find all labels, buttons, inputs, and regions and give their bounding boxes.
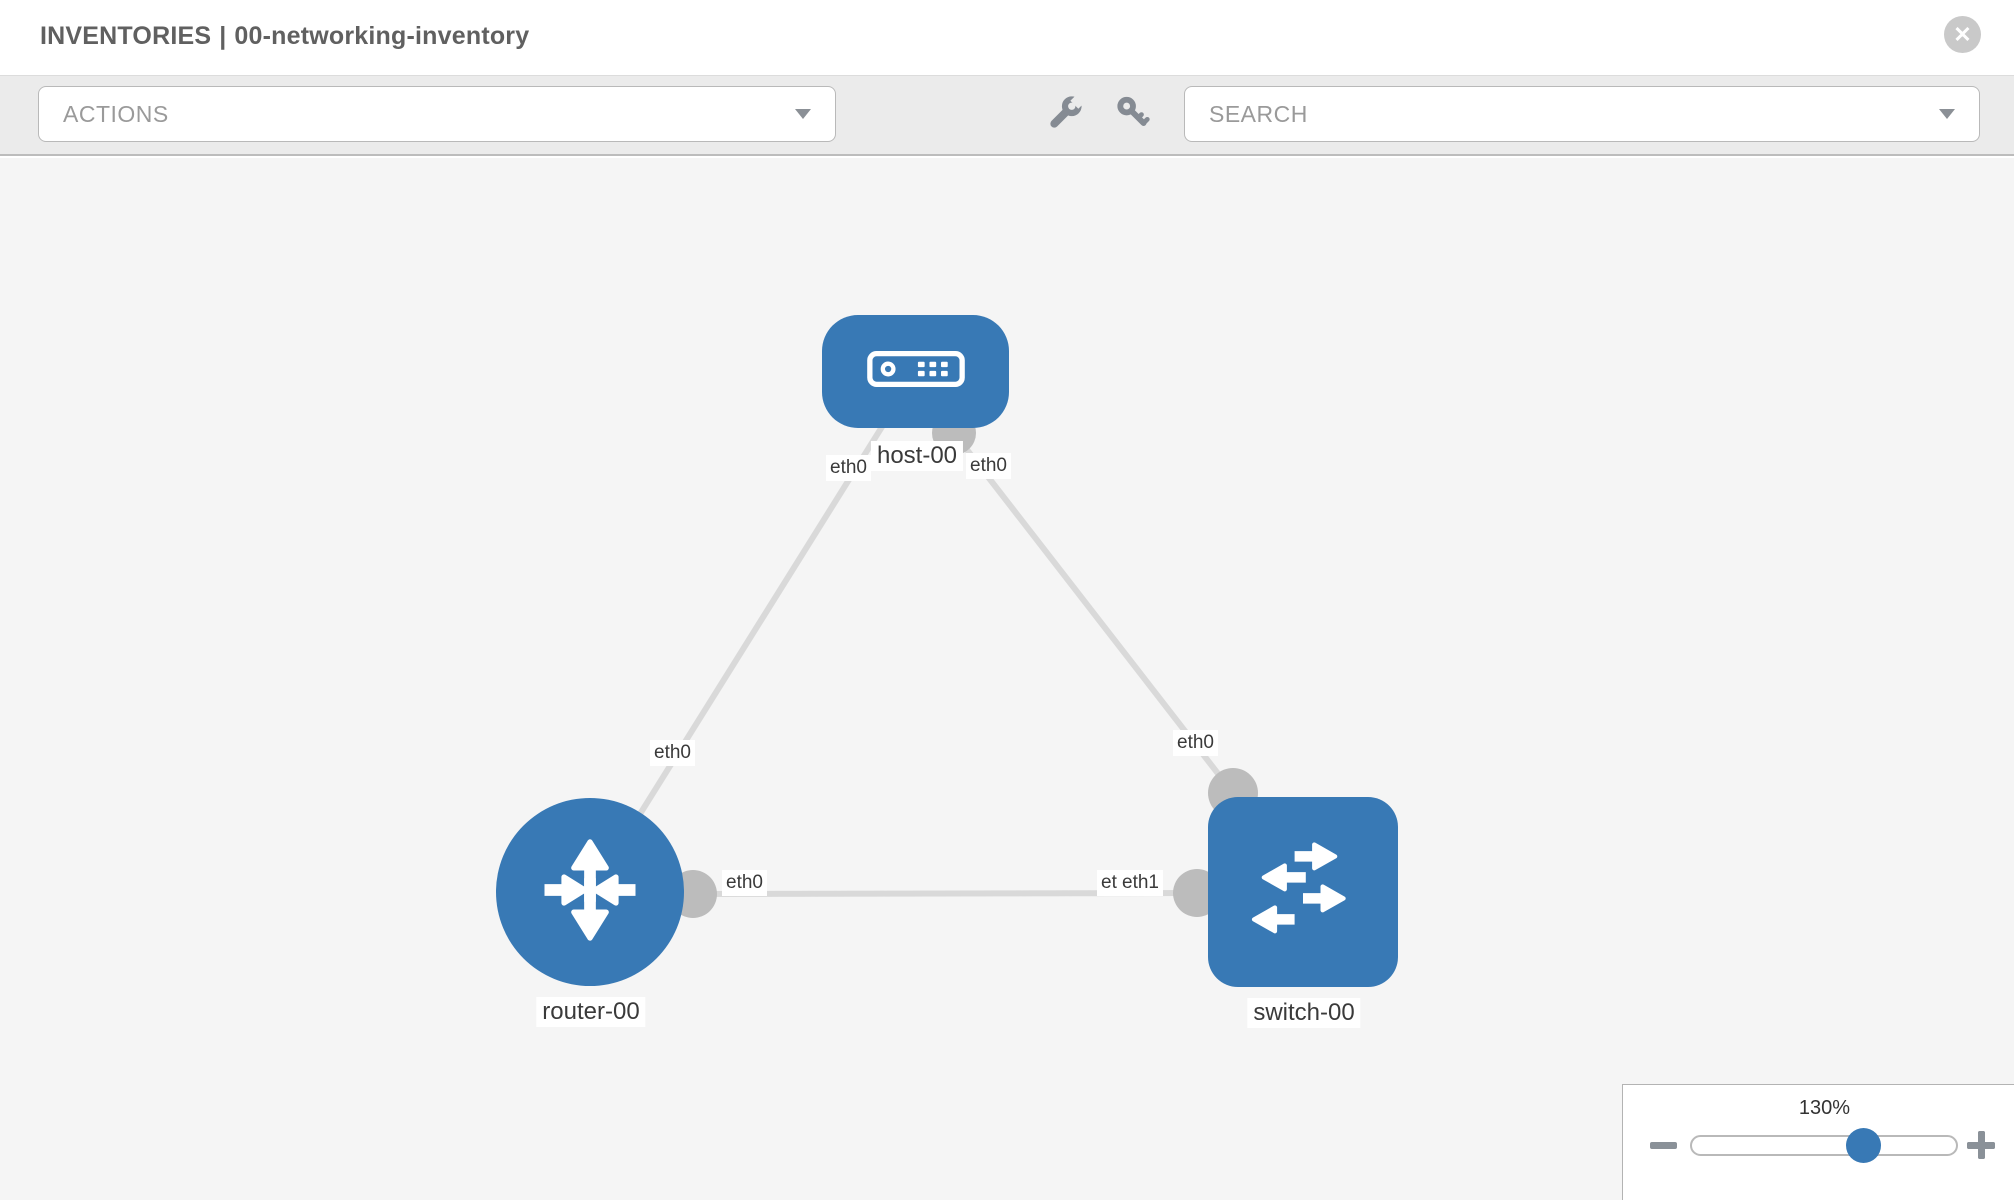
node-label-router: router-00 — [536, 997, 646, 1027]
interface-label: eth0 — [722, 870, 767, 896]
inventory-name: 00-networking-inventory — [234, 22, 530, 50]
router-icon — [525, 825, 655, 960]
toolbar: ACTIONS SEARCH — [0, 76, 2014, 156]
zoom-slider-thumb[interactable] — [1846, 1128, 1881, 1163]
caret-down-icon — [795, 109, 811, 119]
links-layer — [587, 372, 1258, 918]
caret-down-icon — [1939, 109, 1955, 119]
credentials-button[interactable] — [1114, 96, 1152, 134]
interface-label: eth0 — [966, 453, 1011, 479]
node-label-switch: switch-00 — [1247, 998, 1361, 1028]
interface-label: eth1 — [1118, 870, 1163, 896]
actions-dropdown-label: ACTIONS — [63, 100, 169, 127]
topology-canvas[interactable]: host-00 router-00 switch-00 eth0 eth0 et… — [0, 158, 2014, 1200]
host-icon — [866, 349, 966, 394]
zoom-in-button[interactable] — [1967, 1131, 1995, 1159]
zoom-level-value: 130% — [1798, 1097, 1851, 1119]
interface-label: eth0 — [650, 740, 695, 766]
search-dropdown-label: SEARCH — [1209, 100, 1308, 127]
search-dropdown[interactable]: SEARCH — [1184, 86, 1980, 142]
page-title: INVENTORIES|00-networking-inventory — [40, 22, 529, 51]
switch-icon — [1233, 820, 1373, 965]
node-router-00[interactable] — [496, 798, 684, 986]
actions-dropdown[interactable]: ACTIONS — [38, 86, 836, 142]
zoom-control-panel: 130% — [1622, 1084, 2014, 1200]
wrench-icon — [1047, 93, 1086, 136]
close-icon: ✕ — [1953, 21, 1972, 47]
header: INVENTORIES|00-networking-inventory ✕ — [0, 0, 2014, 76]
interface-label: eth0 — [826, 455, 871, 481]
breadcrumb-section: INVENTORIES — [40, 22, 212, 50]
key-icon — [1115, 95, 1151, 136]
close-button[interactable]: ✕ — [1944, 16, 1981, 53]
node-host-00[interactable] — [822, 315, 1009, 428]
zoom-slider[interactable] — [1690, 1135, 1958, 1156]
configure-button[interactable] — [1046, 93, 1086, 136]
node-switch-00[interactable] — [1208, 797, 1398, 987]
breadcrumb-separator: | — [219, 22, 227, 50]
node-label-host: host-00 — [870, 441, 964, 471]
zoom-out-button[interactable] — [1650, 1142, 1677, 1149]
interface-label: eth0 — [1173, 730, 1218, 756]
